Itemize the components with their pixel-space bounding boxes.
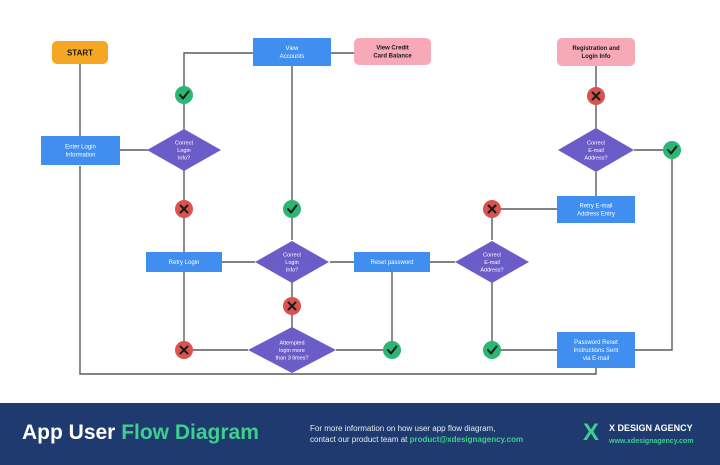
footer-info-line1: For more information on how user app flo… (310, 424, 496, 433)
check-icon (283, 200, 301, 218)
node-text-line: Correct (283, 252, 302, 258)
enter-login-node-shape (41, 136, 120, 165)
node-text-line: Attempted (279, 340, 304, 346)
node-text-line: View Credit (376, 46, 409, 52)
node-text-line: Correct (175, 140, 194, 146)
node-text-line: E-mail (588, 148, 604, 154)
registration-node-shape (557, 38, 635, 66)
cross-icon (283, 297, 301, 315)
view-accounts-node-shape (253, 38, 331, 66)
decision-correct-email-2-shape (455, 241, 529, 283)
node-text-line: Login (177, 148, 190, 154)
decision-marks (175, 86, 681, 359)
brand-name: X DESIGN AGENCY (609, 423, 693, 433)
node-text-line: Registration and (572, 46, 620, 52)
footer-info-line2: contact our product team at product@xdes… (310, 434, 570, 445)
node-text-line: Login (285, 260, 298, 266)
check-icon (483, 341, 501, 359)
decision-correct-login-1-shape (147, 129, 221, 171)
footer-banner: App User Flow Diagram For more informati… (0, 403, 720, 465)
footer-info-prefix: contact our product team at (310, 435, 410, 444)
cross-icon (483, 200, 501, 218)
connector-line (491, 208, 557, 240)
brand-url[interactable]: www.xdesignagency.com (609, 438, 694, 445)
node-text-line: Retry Login (169, 260, 200, 266)
node-text-line: Enter Login (65, 145, 96, 151)
check-icon (175, 86, 193, 104)
node-text-line: Info? (286, 267, 298, 273)
node-text-line: Card Balance (373, 54, 412, 60)
node-text-line: Address? (584, 155, 607, 161)
footer-info-email[interactable]: product@xdesignagency.com (409, 435, 524, 444)
node-text-line: Address? (480, 267, 503, 273)
node-text-line: Information (65, 153, 95, 159)
cross-icon (175, 200, 193, 218)
decision-correct-login-2-shape (255, 241, 329, 283)
node-text-line: Retry E-mail (579, 204, 612, 210)
node-text-line: Correct (483, 252, 502, 258)
node-text-line: View (286, 46, 300, 52)
connector-line (634, 149, 673, 351)
start-node: START (52, 41, 108, 64)
footer-title-accent: Flow Diagram (121, 421, 259, 444)
cross-icon (587, 87, 605, 105)
start-label: START (67, 49, 93, 58)
footer-title: App User Flow Diagram (22, 421, 259, 445)
node-text-line: login more (279, 348, 305, 354)
node-text-line: Address Entry (577, 212, 615, 218)
retry-login-node-shape (146, 252, 222, 272)
decision-correct-email-1-shape (558, 128, 634, 172)
node-text-line: Reset password (370, 260, 413, 266)
connector-line (79, 166, 597, 375)
password-reset-sent-node-shape (557, 332, 635, 368)
footer-info: For more information on how user app flo… (310, 423, 570, 445)
retry-email-node-shape (557, 196, 635, 223)
reset-password-node: Reset password (354, 252, 430, 272)
start-node-shape (52, 41, 108, 64)
node-text-line: E-mail (484, 260, 500, 266)
node-text-line: via E-mail (583, 356, 609, 362)
decision-attempted-login-shape (248, 327, 336, 373)
view-credit-card-node-shape (354, 38, 431, 65)
node-text-line: Password Reset (574, 340, 618, 346)
check-icon (383, 341, 401, 359)
cross-icon (175, 341, 193, 359)
connector-line (183, 52, 253, 130)
reset-password-node-shape (354, 252, 430, 272)
connector-line (491, 282, 557, 351)
brand-logo-mark: X (583, 419, 600, 446)
check-icon (663, 141, 681, 159)
node-text-line: Instructions Sent (574, 348, 619, 354)
node-text-line: Login Info (582, 54, 611, 60)
node-text-line: Correct (587, 140, 606, 146)
node-text-line: Info? (178, 155, 190, 161)
node-text-line: Accounts (280, 54, 305, 60)
retry-login-node: Retry Login (146, 252, 222, 272)
node-text-line: than 3 times? (275, 355, 308, 361)
footer-title-main: App User (22, 421, 122, 444)
